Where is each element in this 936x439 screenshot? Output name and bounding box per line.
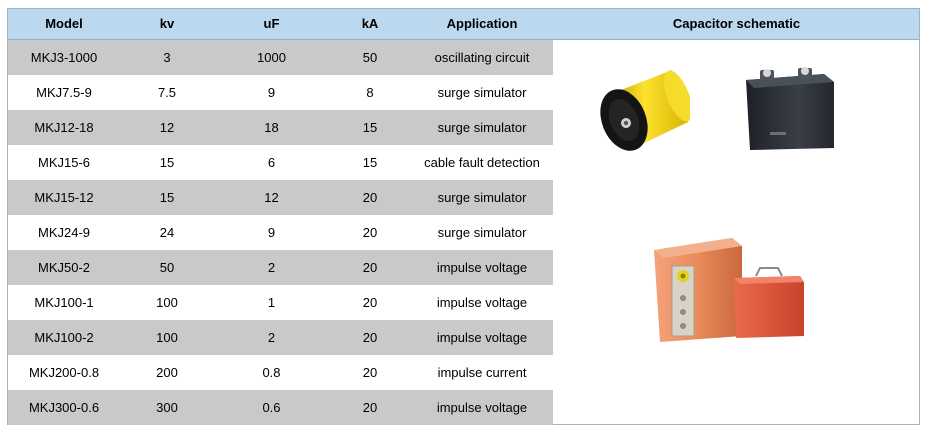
header-uf: uF [263, 16, 280, 31]
cell-application: surge simulator [437, 225, 527, 240]
cell-uf: 9 [267, 85, 276, 100]
table-row: MKJ200-0.8 200 0.8 20 impulse current [8, 355, 553, 390]
cell-kv: 100 [156, 330, 178, 345]
table-row: MKJ100-2 100 2 20 impulse voltage [8, 320, 553, 355]
cell-model: MKJ100-2 [34, 330, 94, 345]
cell-model: MKJ24-9 [37, 225, 91, 240]
cell-ka: 20 [362, 400, 378, 415]
cell-ka: 20 [362, 225, 378, 240]
cell-ka: 20 [362, 190, 378, 205]
cell-ka: 8 [366, 85, 374, 100]
table-row: MKJ12-18 12 18 15 surge simulator [8, 110, 553, 145]
header-application: Application [446, 16, 518, 31]
orange-capacitor-image [654, 238, 742, 342]
cell-ka: 20 [362, 295, 378, 310]
cell-uf: 0.6 [262, 400, 281, 415]
cell-kv: 7.5 [157, 85, 177, 100]
table-row: MKJ100-1 100 1 20 impulse voltage [8, 285, 553, 320]
cell-uf: 2 [267, 330, 276, 345]
capacitor-table: Model kv uF kA Application Capacitor sch… [7, 8, 920, 425]
cell-kv: 3 [163, 50, 171, 65]
cell-model: MKJ300-0.6 [28, 400, 100, 415]
table-row: MKJ24-9 24 9 20 surge simulator [8, 215, 553, 250]
cell-application: cable fault detection [424, 155, 540, 170]
cell-uf: 2 [267, 260, 276, 275]
header-model: Model [45, 16, 83, 31]
cell-model: MKJ15-12 [34, 190, 94, 205]
cell-model: MKJ3-1000 [30, 50, 98, 65]
header-schematic: Capacitor schematic [672, 16, 801, 31]
black-capacitor-image [746, 67, 834, 150]
cell-application: impulse voltage [436, 260, 528, 275]
cell-kv: 100 [156, 295, 178, 310]
table-header: Model kv uF kA Application Capacitor sch… [8, 9, 919, 40]
header-ka: kA [361, 16, 379, 31]
cell-application: impulse voltage [436, 295, 528, 310]
table-row: MKJ300-0.6 300 0.6 20 impulse voltage [8, 390, 553, 425]
cell-kv: 15 [159, 190, 175, 205]
cell-kv: 50 [159, 260, 175, 275]
cell-kv: 12 [159, 120, 175, 135]
cell-uf: 1 [267, 295, 276, 310]
cell-kv: 300 [156, 400, 178, 415]
header-kv: kv [159, 16, 175, 31]
cell-ka: 15 [362, 120, 378, 135]
cell-kv: 200 [156, 365, 178, 380]
cell-ka: 20 [362, 260, 378, 275]
cell-ka: 20 [362, 365, 378, 380]
cell-uf: 1000 [257, 50, 286, 65]
cell-application: surge simulator [437, 190, 527, 205]
table-row: MKJ15-6 15 6 15 cable fault detection [8, 145, 553, 180]
table-row: MKJ3-1000 3 1000 50 oscillating circuit [8, 40, 553, 75]
cell-model: MKJ50-2 [37, 260, 91, 275]
cell-application: oscillating circuit [434, 50, 530, 65]
cell-model: MKJ12-18 [34, 120, 94, 135]
cell-application: impulse current [437, 365, 527, 380]
cell-ka: 20 [362, 330, 378, 345]
table-row: MKJ15-12 15 12 20 surge simulator [8, 180, 553, 215]
cell-application: surge simulator [437, 120, 527, 135]
cell-application: impulse voltage [436, 400, 528, 415]
cell-model: MKJ100-1 [34, 295, 94, 310]
cell-ka: 50 [362, 50, 378, 65]
table-row: MKJ7.5-9 7.5 9 8 surge simulator [8, 75, 553, 110]
schematic-images [554, 40, 919, 424]
cell-uf: 9 [267, 225, 276, 240]
cell-model: MKJ200-0.8 [28, 365, 100, 380]
cell-application: surge simulator [437, 85, 527, 100]
cell-kv: 24 [159, 225, 175, 240]
cell-uf: 6 [267, 155, 276, 170]
table-row: MKJ50-2 50 2 20 impulse voltage [8, 250, 553, 285]
cell-model: MKJ7.5-9 [36, 85, 92, 100]
cell-uf: 0.8 [262, 365, 281, 380]
cell-uf: 12 [264, 190, 279, 205]
cell-application: impulse voltage [436, 330, 528, 345]
red-capacitor-image [734, 267, 804, 338]
cell-uf: 18 [264, 120, 279, 135]
yellow-capacitor-image [600, 70, 690, 151]
cell-ka: 15 [362, 155, 378, 170]
cell-kv: 15 [159, 155, 175, 170]
cell-model: MKJ15-6 [37, 155, 91, 170]
